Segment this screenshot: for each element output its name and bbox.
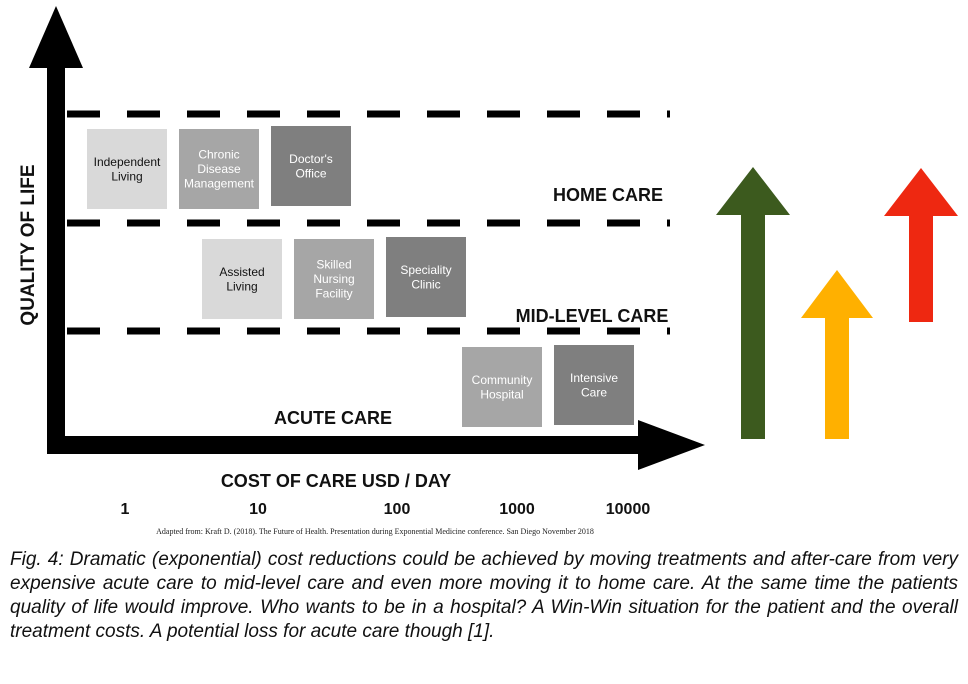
box-label-line: Doctor's <box>289 152 333 166</box>
quality-arrows <box>716 167 958 439</box>
box-label-line: Clinic <box>411 277 440 291</box>
box-label-line: Nursing <box>313 272 354 286</box>
box-background <box>386 237 466 317</box>
box-background <box>294 239 374 319</box>
box-label-line: Community <box>472 373 533 387</box>
box-label-line: Independent <box>94 155 161 169</box>
green-up-arrow <box>716 167 790 439</box>
box-label-line: Disease <box>197 162 241 176</box>
box-background <box>271 126 351 206</box>
zone-label-home-care: HOME CARE <box>553 185 663 205</box>
source-note: Adapted from: Kraft D. (2018). The Futur… <box>156 527 594 536</box>
box-label-line: Living <box>226 279 257 293</box>
box-label-line: Skilled <box>316 258 351 272</box>
box-label-line: Chronic <box>198 148 239 162</box>
y-axis-arrowhead <box>29 6 83 68</box>
zone-label-acute-care: ACUTE CARE <box>274 408 392 428</box>
box-label-line: Assisted <box>219 265 264 279</box>
x-axis-label: COST OF CARE USD / DAY <box>221 471 451 491</box>
x-axis-ticks: 1 10 100 1000 10000 <box>121 501 651 518</box>
x-tick-label: 100 <box>384 501 411 518</box>
box-label-line: Office <box>295 166 326 180</box>
box-label-line: Intensive <box>570 371 618 385</box>
x-tick-label: 1 <box>121 501 130 518</box>
box-background <box>87 129 167 209</box>
x-tick-label: 10000 <box>606 501 651 518</box>
care-setting-boxes: IndependentLivingChronicDiseaseManagemen… <box>87 126 634 427</box>
box-background <box>179 129 259 209</box>
box-background <box>202 239 282 319</box>
x-axis <box>47 420 705 470</box>
x-tick-label: 1000 <box>499 501 535 518</box>
box-background <box>462 347 542 427</box>
red-up-arrow <box>884 168 958 322</box>
x-tick-label: 10 <box>249 501 267 518</box>
zone-label-mid-level-care: MID-LEVEL CARE <box>516 306 669 326</box>
box-label-line: Care <box>581 385 607 399</box>
box-label-line: Living <box>111 169 142 183</box>
figure-caption: Fig. 4: Dramatic (exponential) cost redu… <box>10 549 958 642</box>
y-axis <box>29 6 83 452</box>
yellow-up-arrow <box>801 270 873 439</box>
box-label-line: Speciality <box>400 263 451 277</box>
box-label-line: Management <box>184 177 255 191</box>
box-label-line: Hospital <box>480 387 523 401</box>
box-background <box>554 345 634 425</box>
y-axis-label: QUALITY OF LIFE <box>18 164 39 325</box>
care-diagram: QUALITY OF LIFE HOME CARE MID-LEVEL CARE… <box>18 6 958 536</box>
x-axis-arrowhead <box>638 420 705 470</box>
box-label-line: Facility <box>315 287 352 301</box>
